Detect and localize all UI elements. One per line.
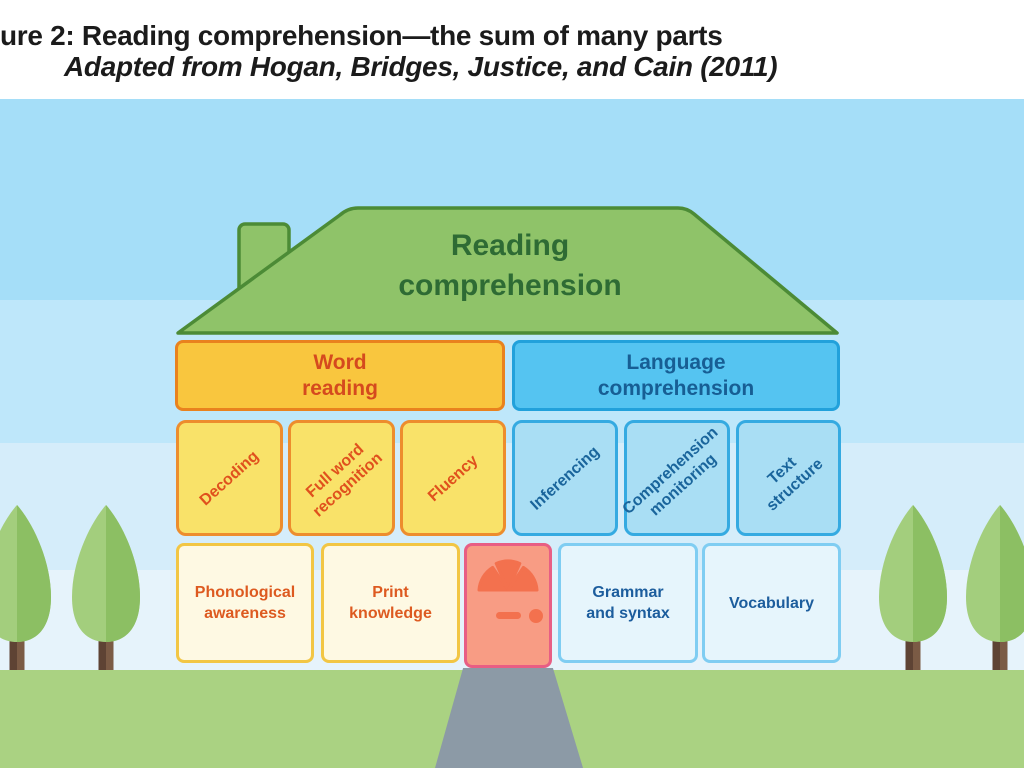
box-text-structure: Text structure <box>736 420 841 536</box>
tree <box>879 505 947 670</box>
roof-shape <box>176 206 839 335</box>
box-word-reading-label: Word reading <box>302 350 378 400</box>
box-comprehension-monitoring-label: Comprehension monitoring <box>619 423 722 520</box>
tree <box>0 505 51 670</box>
door-knob-icon <box>529 609 543 623</box>
box-word-reading: Word reading <box>175 340 505 411</box>
box-comprehension-monitoring: Comprehension monitoring <box>620 420 730 536</box>
box-grammar-and-syntax: Grammar and syntax <box>558 543 698 663</box>
box-text-structure-label: Text structure <box>763 454 827 515</box>
box-grammar-and-syntax-label: Grammar and syntax <box>586 584 670 622</box>
box-decoding-label: Decoding <box>196 447 263 509</box>
tree <box>72 505 140 670</box>
door-handle-icon <box>496 612 521 619</box>
figure-caption-line1: ure 2: Reading comprehension—the sum of … <box>0 20 723 51</box>
box-fluency-label: Fluency <box>424 451 482 505</box>
box-language-comprehension: Language comprehension <box>512 340 840 411</box>
box-decoding: Decoding <box>176 420 283 536</box>
tree <box>966 505 1024 670</box>
box-vocabulary-label: Vocabulary <box>728 594 815 612</box>
box-vocabulary: Vocabulary <box>702 543 841 663</box>
roof-label: Reading comprehension <box>398 229 622 302</box>
box-inferencing-label: Inferencing <box>527 442 603 514</box>
box-phonological-awareness: Phonological awareness <box>176 543 314 663</box>
figure-caption: ure 2: Reading comprehension—the sum of … <box>0 20 778 82</box>
box-print-knowledge-label: Print knowledge <box>349 584 432 622</box>
figure-caption-line2: Adapted from Hogan, Bridges, Justice, an… <box>64 51 778 82</box>
box-full-word-recognition-label: Full word recognition <box>303 440 386 521</box>
box-language-comprehension-label: Language comprehension <box>597 350 755 400</box>
box-inferencing: Inferencing <box>512 420 618 536</box>
box-full-word-recognition: Full word recognition <box>288 420 395 536</box>
box-print-knowledge: Print knowledge <box>321 543 460 663</box>
box-fluency: Fluency <box>400 420 506 536</box>
box-phonological-awareness-label: Phonological awareness <box>194 584 296 622</box>
door <box>464 543 552 668</box>
door-fanlight-icon <box>477 559 539 592</box>
